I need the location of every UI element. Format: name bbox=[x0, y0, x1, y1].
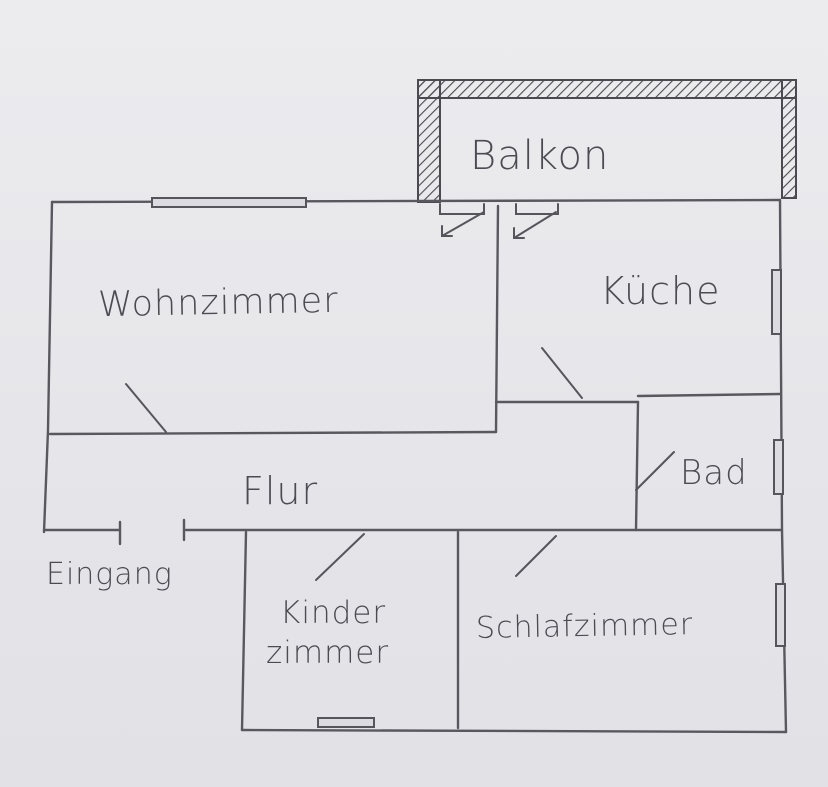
door-kitchen bbox=[541, 347, 583, 399]
balcony-door-left-leaf bbox=[441, 211, 485, 237]
wall-kitchen-bath bbox=[636, 392, 782, 398]
windows bbox=[151, 197, 786, 728]
label-kueche: Küche bbox=[600, 269, 721, 313]
label-wohnzimmer: Wohnzimmer bbox=[97, 280, 339, 326]
door-bath bbox=[635, 451, 675, 491]
window-living-room bbox=[151, 197, 307, 208]
label-flur: Flur bbox=[242, 469, 319, 513]
label-kinderzimmer-line2: zimmer bbox=[266, 635, 390, 671]
window-kitchen bbox=[771, 269, 782, 335]
label-schlafzimmer: Schlafzimmer bbox=[475, 607, 694, 646]
balcony-wall-left bbox=[417, 79, 441, 203]
wall-hall-bath bbox=[634, 400, 640, 532]
window-bedroom bbox=[775, 583, 786, 647]
wall-living-hall bbox=[48, 430, 498, 436]
balcony-wall-top bbox=[417, 79, 797, 99]
door-living-room bbox=[125, 383, 167, 433]
doors bbox=[125, 203, 675, 581]
balcony-door-right-frame bbox=[515, 203, 559, 215]
window-bath bbox=[773, 439, 784, 495]
label-bad: Bad bbox=[680, 453, 748, 493]
balcony-door-right-leaf bbox=[513, 211, 557, 239]
balcony-door-right-arrow bbox=[513, 227, 525, 239]
window-kids-room bbox=[317, 717, 375, 728]
label-eingang: Eingang bbox=[46, 557, 173, 592]
wall-left bbox=[42, 200, 54, 534]
door-bedroom bbox=[515, 535, 557, 577]
wall-living-kitchen bbox=[494, 204, 500, 434]
label-balkon: Balkon bbox=[470, 133, 610, 179]
balcony-wall-right bbox=[781, 79, 797, 199]
wall-bottom bbox=[240, 728, 788, 734]
balcony-door-left-frame bbox=[439, 203, 485, 215]
balcony-walls bbox=[417, 79, 797, 203]
label-kinderzimmer-line1: Kinder bbox=[280, 595, 387, 631]
door-kids-room bbox=[315, 533, 365, 581]
wall-kids-left bbox=[240, 530, 248, 732]
balcony-door-left-arrow bbox=[441, 225, 453, 237]
